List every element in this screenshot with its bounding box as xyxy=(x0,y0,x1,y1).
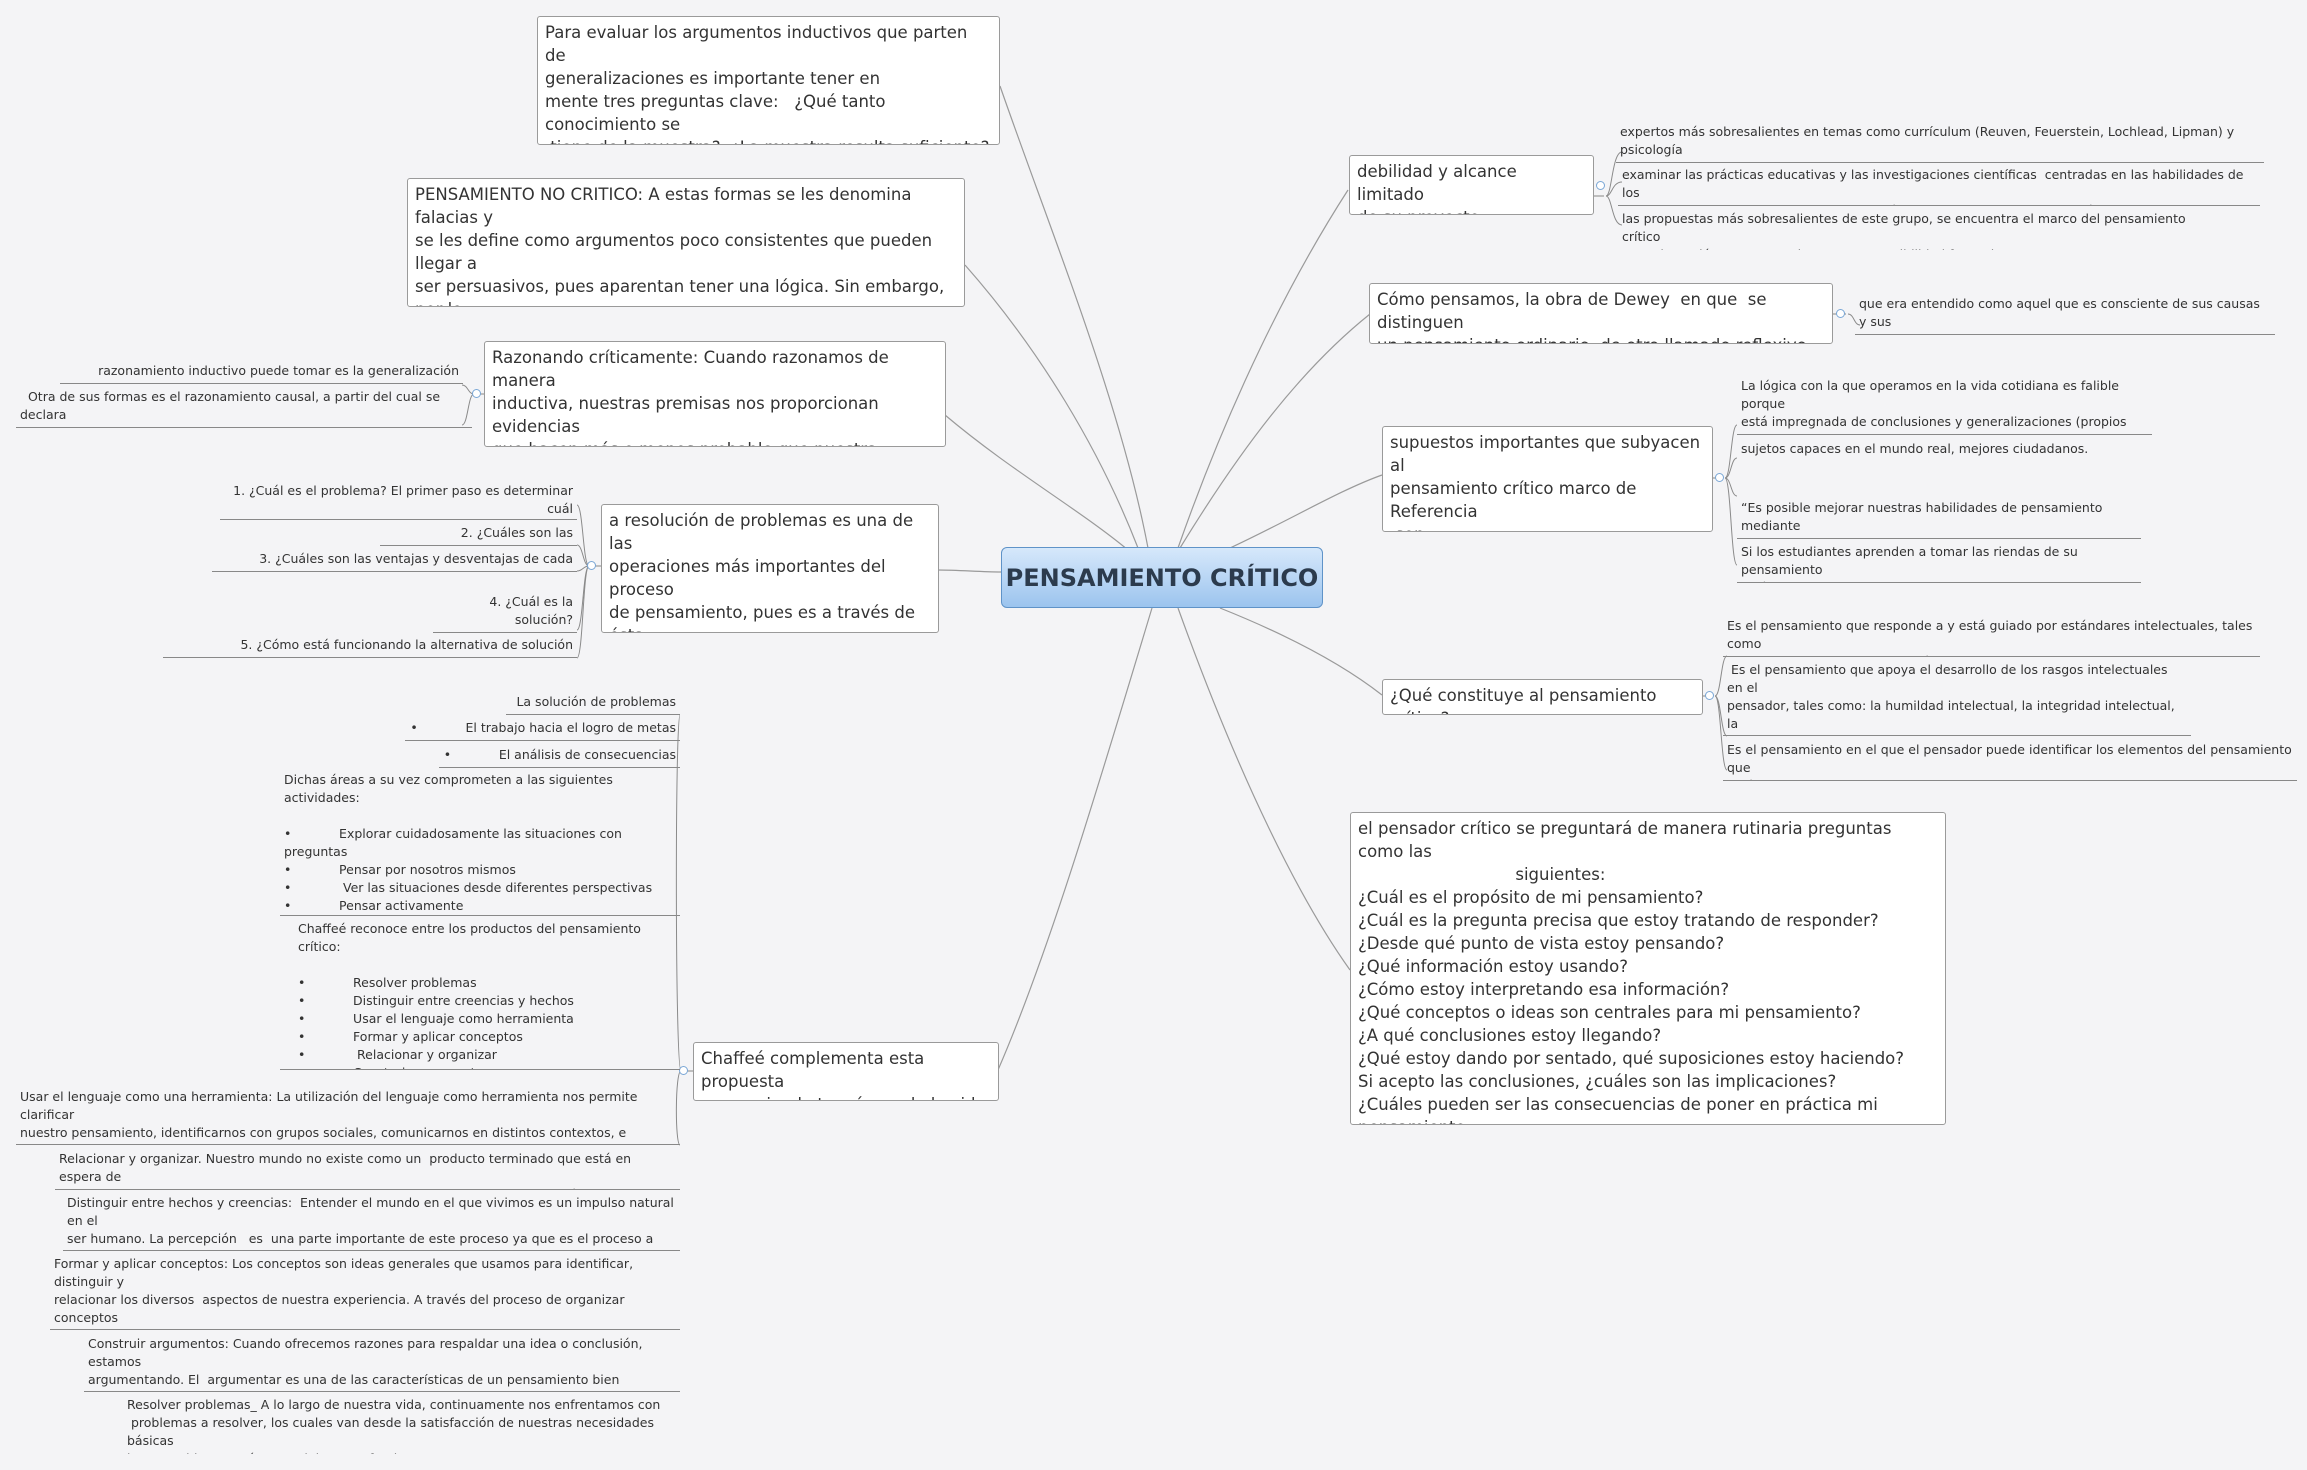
leaf-supuestos-3: “Es posible mejorar nuestras habilidades… xyxy=(1737,499,2141,539)
leaf-chaffee-relacionar: Relacionar y organizar. Nuestro mundo no… xyxy=(55,1150,680,1190)
leaf-resolucion-1: 1. ¿Cuál es el problema? El primer paso … xyxy=(220,482,577,520)
leaf-constituye-2: Es el pensamiento que apoya el desarroll… xyxy=(1723,661,2191,736)
leaf-razonando-2: Otra de sus formas es el razonamiento ca… xyxy=(16,388,472,428)
leaf-supuestos-2: sujetos capaces en el mundo real, mejore… xyxy=(1741,441,2089,456)
leaf-debilidad-1: expertos más sobresalientes en temas com… xyxy=(1616,123,2264,163)
leaf-chaffee-formar: Formar y aplicar conceptos: Los concepto… xyxy=(50,1255,680,1330)
collapse-handle-supuestos[interactable] xyxy=(1715,473,1724,482)
leaf-chaffee-1: La solución de problemas xyxy=(506,693,680,715)
topic-resolucion-problemas[interactable]: a resolución de problemas es una de las … xyxy=(601,504,939,633)
leaf-resolucion-2: 2. ¿Cuáles son las alternativas? xyxy=(380,524,577,546)
central-topic[interactable]: PENSAMIENTO CRÍTICO xyxy=(1001,547,1323,608)
leaf-debilidad-2: examinar las prácticas educativas y las … xyxy=(1618,166,2260,206)
collapse-handle-dewey[interactable] xyxy=(1836,309,1845,318)
topic-razonando-criticamente[interactable]: Razonando críticamente: Cuando razonamos… xyxy=(484,341,946,447)
leaf-chaffee-resolver: Resolver problemas_ A lo largo de nuestr… xyxy=(127,1397,661,1454)
leaf-chaffee-lenguaje: Usar el lenguaje como una herramienta: L… xyxy=(16,1088,680,1145)
collapse-handle-resolucion[interactable] xyxy=(587,561,596,570)
leaf-dewey-1: que era entendido como aquel que es cons… xyxy=(1855,295,2275,335)
leaf-debilidad-3: las propuestas más sobresalientes de est… xyxy=(1622,211,2186,250)
leaf-razonando-1: razonamiento inductivo puede tomar es la… xyxy=(60,362,463,384)
leaf-resolucion-3: 3. ¿Cuáles son las ventajas y desventaja… xyxy=(212,550,577,572)
leaf-chaffee-5: Chaffeé reconoce entre los productos del… xyxy=(280,920,680,1070)
leaf-supuestos-1: La lógica con la que operamos en la vida… xyxy=(1737,377,2152,435)
topic-que-constituye[interactable]: ¿Qué constituye al pensamiento crítico? xyxy=(1382,679,1703,715)
leaf-chaffee-distinguir: Distinguir entre hechos y creencias: Ent… xyxy=(63,1194,680,1251)
topic-chaffee[interactable]: Chaffeé complementa esta propuesta recon… xyxy=(693,1042,999,1101)
leaf-resolucion-5: 5. ¿Cómo está funcionando la alternativa… xyxy=(163,636,577,658)
leaf-constituye-3: Es el pensamiento en el que el pensador … xyxy=(1723,741,2297,781)
collapse-handle-debilidad[interactable] xyxy=(1596,181,1605,190)
leaf-chaffee-2: • El trabajo hacia el logro de metas xyxy=(405,719,680,741)
collapse-handle-que-constituye[interactable] xyxy=(1705,691,1714,700)
leaf-resolucion-4: 4. ¿Cuál es la solución? xyxy=(433,593,577,633)
leaf-chaffee-4: Dichas áreas a su vez comprometen a las … xyxy=(280,771,680,916)
topic-preguntas-pensador[interactable]: el pensador crítico se preguntará de man… xyxy=(1350,812,1946,1125)
topic-debilidad[interactable]: debilidad y alcance limitado de su proye… xyxy=(1349,155,1594,215)
topic-inductive-evaluation[interactable]: Para evaluar los argumentos inductivos q… xyxy=(537,16,1000,145)
leaf-chaffee-construir: Construir argumentos: Cuando ofrecemos r… xyxy=(84,1335,680,1392)
collapse-handle-razonando[interactable] xyxy=(472,389,481,398)
leaf-supuestos-4: Si los estudiantes aprenden a tomar las … xyxy=(1737,543,2141,583)
topic-supuestos[interactable]: supuestos importantes que subyacen al pe… xyxy=(1382,426,1713,532)
topic-pensamiento-no-critico[interactable]: PENSAMIENTO NO CRITICO: A estas formas s… xyxy=(407,178,965,307)
topic-dewey[interactable]: Cómo pensamos, la obra de Dewey en que s… xyxy=(1369,283,1833,344)
collapse-handle-chaffee[interactable] xyxy=(679,1066,688,1075)
leaf-chaffee-3: • El análisis de consecuencias xyxy=(439,746,680,768)
leaf-constituye-1: Es el pensamiento que responde a y está … xyxy=(1723,617,2260,657)
